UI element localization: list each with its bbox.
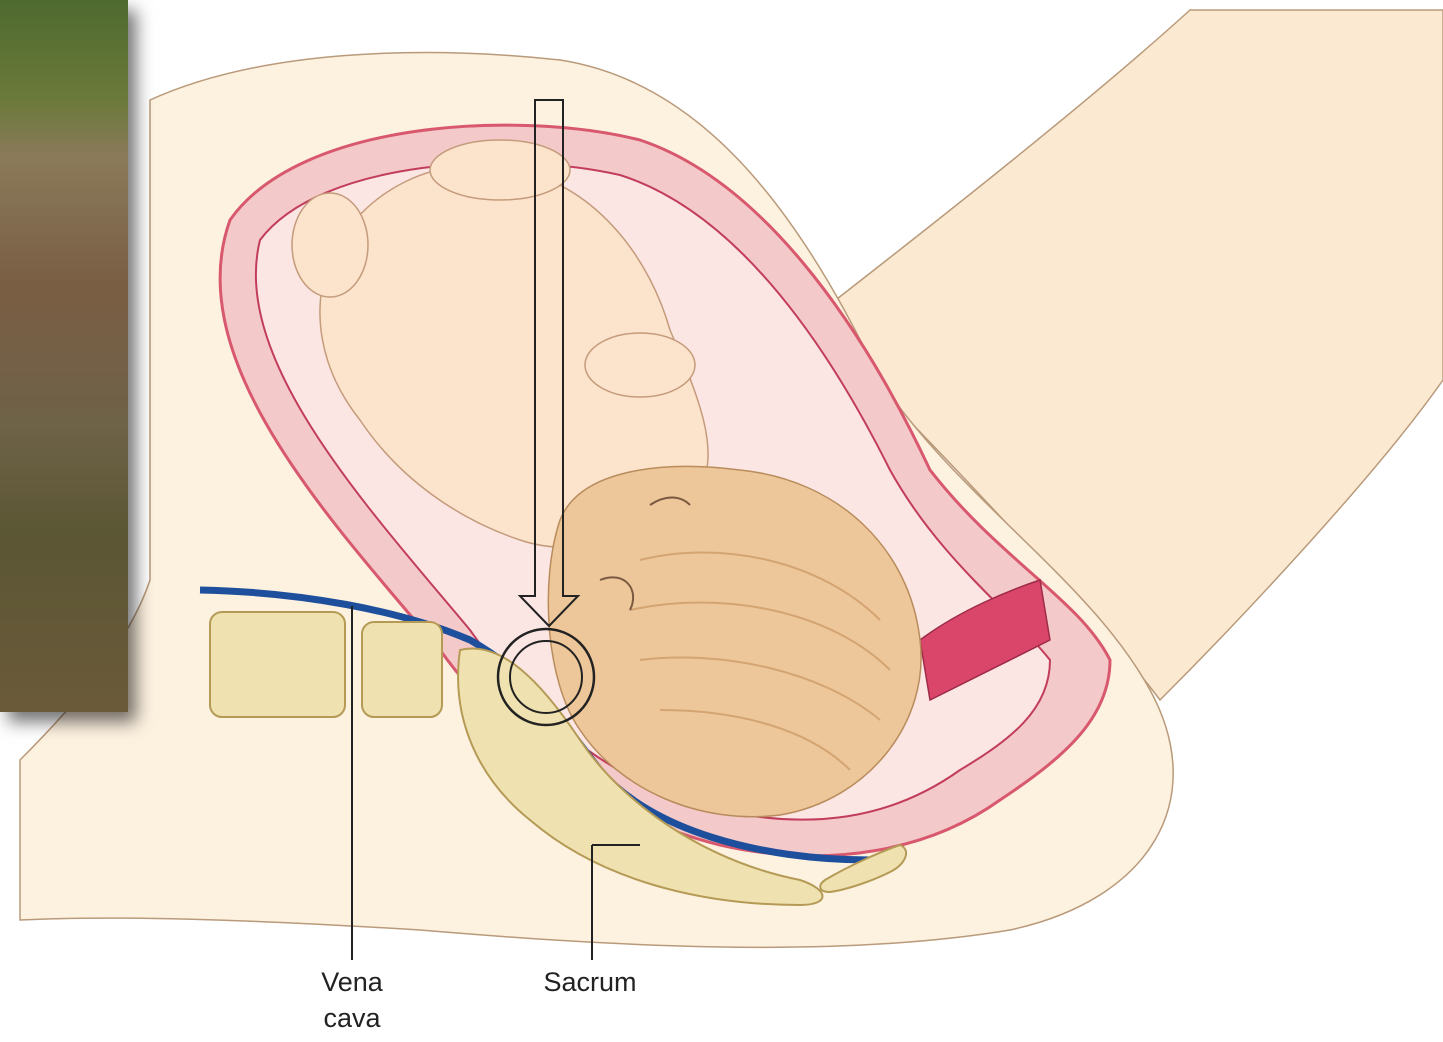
fetus-foot-left bbox=[292, 193, 368, 297]
vertebra-1 bbox=[210, 612, 345, 717]
sacrum-label: Sacrum bbox=[520, 964, 660, 1000]
vena-cava-label: Vena cava bbox=[300, 964, 404, 1036]
photo-inset bbox=[0, 0, 128, 712]
vertebra-2 bbox=[362, 622, 442, 717]
vena-cava-label-line2: cava bbox=[300, 1000, 404, 1036]
fetus-foot-right bbox=[430, 140, 570, 200]
fetus-hand bbox=[585, 333, 695, 397]
vena-cava-label-line1: Vena bbox=[300, 964, 404, 1000]
